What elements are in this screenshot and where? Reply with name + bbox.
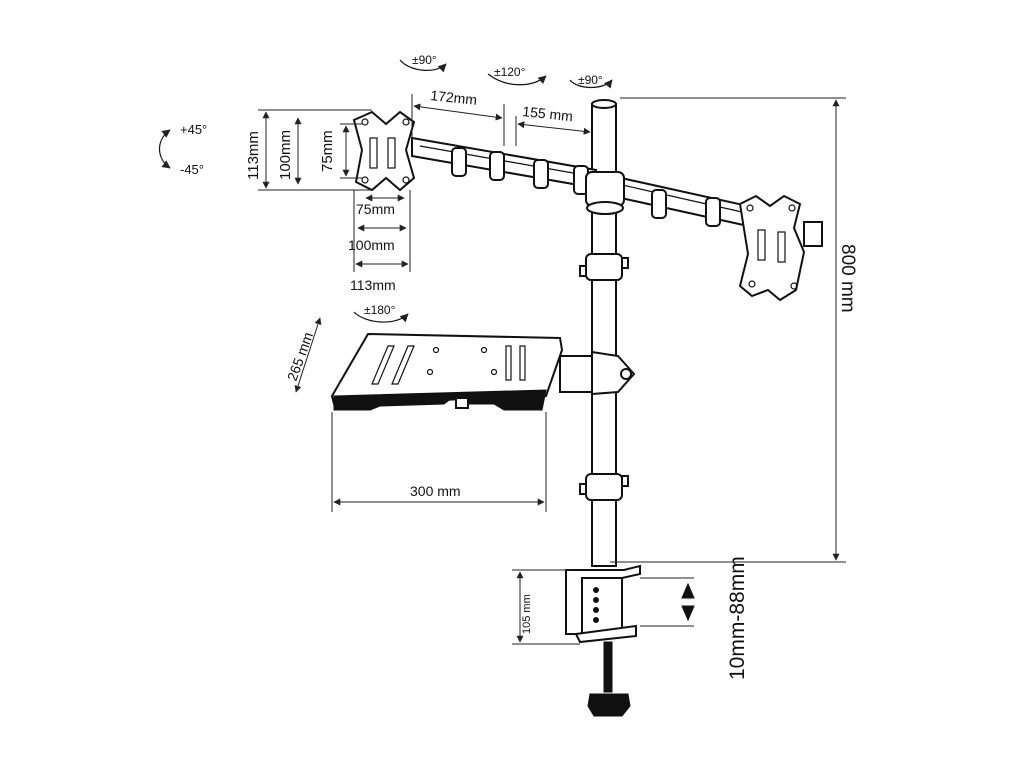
tray-slot: [505, 345, 512, 381]
arm172-dim-line: [413, 103, 503, 121]
right-plate-body: [738, 194, 806, 302]
tray-slot: [391, 345, 415, 385]
clamp-hole: [593, 587, 599, 593]
left-plate-slot: [369, 137, 378, 169]
left-plate-hole: [402, 118, 410, 126]
swivel-right-arrow: [569, 79, 613, 89]
tray-hole: [480, 346, 488, 354]
desk-range-arrow-down: [681, 605, 695, 622]
tray-rotation-label: ±180°: [364, 303, 396, 317]
clamp-screw: [603, 641, 613, 693]
right-plate-slot: [757, 229, 766, 261]
tray-clamp: [591, 350, 636, 396]
tray-latch: [455, 397, 469, 409]
left-vesa-plate: [352, 110, 416, 192]
clamp-hole: [593, 607, 599, 613]
tray-depth-dim-line: [294, 317, 322, 393]
rotation-arrows: [158, 59, 613, 323]
tray-width-label: 300 mm: [410, 483, 461, 499]
swivel-left-arrow: [399, 59, 447, 73]
swivel-left-label: ±90°: [412, 53, 437, 67]
tray-platform: [330, 332, 564, 406]
vesa-h-100-label: 100mm: [277, 130, 294, 180]
arm-155-label: 155 mm: [522, 103, 574, 124]
left-plate-slot: [387, 137, 396, 169]
vesa-w-100-label: 100mm: [348, 237, 395, 253]
right-arm-line: [617, 183, 743, 213]
swivel-mid-label: ±120°: [494, 65, 526, 79]
right-plate-hole: [788, 204, 796, 212]
vesa-h-113-label: 113mm: [245, 131, 262, 180]
lower-collar-tab: [621, 475, 629, 487]
vesa-h-75-label: 75mm: [319, 130, 336, 172]
upper-collar-tab: [621, 257, 629, 269]
swivel-right-label: ±90°: [578, 73, 603, 87]
left-plate-body: [352, 110, 416, 192]
laptop-tray: [330, 332, 636, 411]
lower-collar: [585, 473, 623, 501]
tray-slot: [519, 345, 526, 381]
desk-clamp: [565, 564, 641, 717]
clamp-hole: [593, 597, 599, 603]
arm155-dim-line: [517, 121, 591, 135]
cable-clip: [651, 189, 667, 219]
arm-hub-ring: [586, 201, 624, 215]
tilt-minus-label: -45°: [180, 162, 204, 177]
lower-collar-tab: [579, 483, 587, 495]
right-plate-hole: [746, 204, 754, 212]
desk-range-label: 10mm-88mm: [726, 556, 749, 680]
left-plate-hole: [361, 118, 369, 126]
tray-rotation-arrow: [353, 311, 409, 323]
upper-collar: [585, 253, 623, 281]
desk-range-arrow-up: [681, 582, 695, 599]
tray-hole: [426, 368, 434, 376]
tilt-plus-label: +45°: [180, 122, 207, 137]
right-arm-outer: [611, 174, 749, 228]
right-plate-hole: [748, 280, 756, 288]
swivel-mid-arrow: [487, 73, 547, 86]
clamp-height-label: 105 mm: [521, 594, 533, 634]
clamp-body: [581, 577, 623, 635]
height-total-label: 800 mm: [837, 244, 858, 313]
vesa-w-113-label: 113mm: [350, 277, 396, 293]
tray-slot: [371, 345, 395, 385]
right-vesa-plate: [738, 194, 823, 302]
tray-knob: [620, 368, 632, 380]
right-plate-tilt: [803, 221, 823, 247]
right-plate-slot: [777, 231, 786, 263]
tray-hole: [490, 368, 498, 376]
cable-clip: [451, 147, 467, 177]
left-plate-hole: [402, 176, 410, 184]
cable-clip: [489, 151, 505, 181]
upper-collar-tab: [579, 265, 587, 277]
clamp-jaw: [574, 624, 637, 644]
pole-top-cap: [591, 99, 617, 109]
arm-hub: [585, 171, 625, 207]
cable-clip: [705, 197, 721, 227]
cable-clip: [533, 159, 549, 189]
left-plate-hole: [361, 176, 369, 184]
tilt-arrow: [158, 129, 171, 169]
arm-172-label: 172mm: [430, 87, 478, 108]
dual-arm: [411, 136, 749, 228]
clamp-hole: [593, 617, 599, 623]
clamp-handle: [587, 693, 631, 717]
vesa-w-75-label: 75mm: [356, 201, 395, 217]
right-plate-hole: [790, 282, 798, 290]
tray-hole: [432, 346, 440, 354]
tray-depth-label: 265 mm: [284, 330, 316, 383]
dimension-lines: [258, 94, 846, 645]
